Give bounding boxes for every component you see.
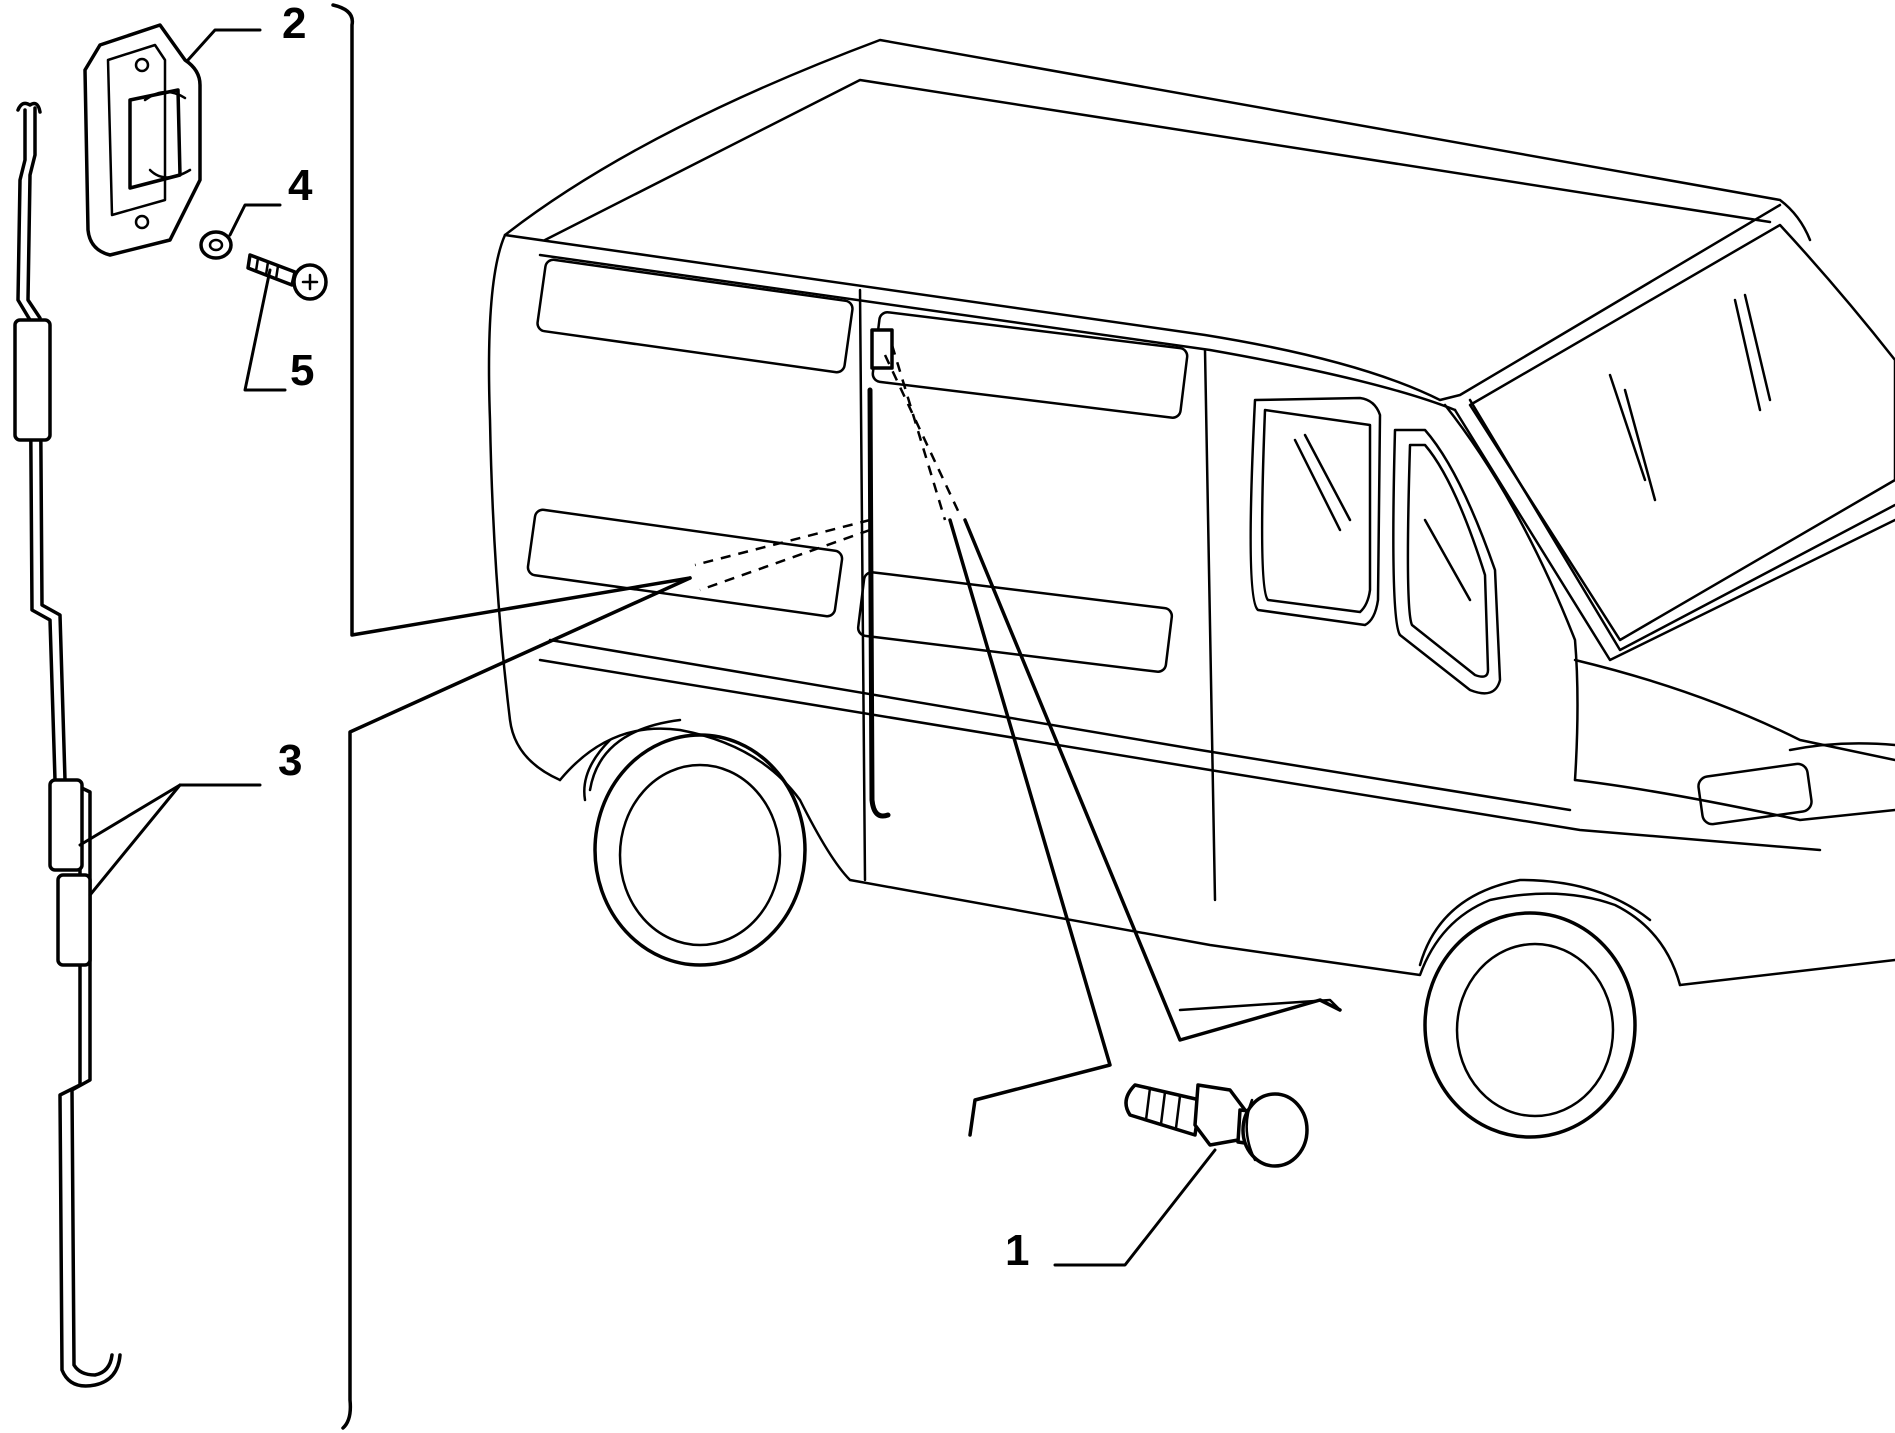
callout-number-2: 2: [282, 0, 306, 48]
leader-lines: [78, 28, 1217, 1267]
detail-group-bracket: [331, 3, 692, 1430]
dashed-pointers: [694, 344, 962, 592]
callout-number-5: 5: [290, 346, 314, 395]
washer-icon: [199, 230, 233, 260]
van-illustration: [487, 38, 1895, 1139]
door-latch-icon: [83, 23, 202, 257]
callout-number-4: 4: [288, 161, 313, 210]
callout-number-3: 3: [278, 736, 302, 785]
striker-callout-wedge: [948, 518, 1342, 1137]
control-rod-icon: [13, 101, 122, 1388]
striker-bolt-icon: [1124, 1083, 1309, 1168]
callout-number-1: 1: [1005, 1226, 1029, 1275]
screw-icon: [246, 253, 328, 301]
